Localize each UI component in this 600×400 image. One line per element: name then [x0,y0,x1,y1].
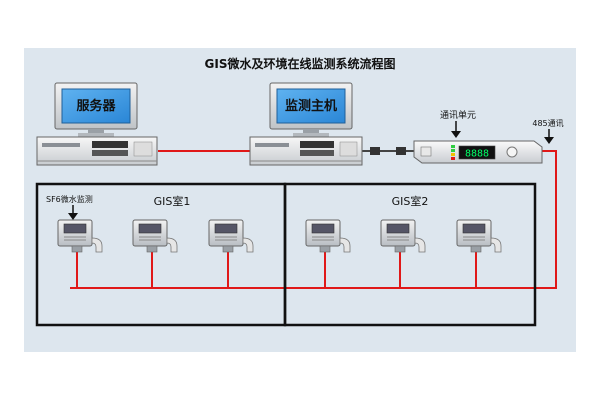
rs485-label: 485通讯 [532,118,563,128]
gis-room-2-box [283,182,537,327]
comm-unit-arrow-icon [451,121,461,138]
sf6-sensor-2 [132,219,178,253]
server-label: 服务器 [76,98,116,114]
comm-unit-label: 通讯单元 [440,109,476,121]
callout-arrow-icon [68,205,78,220]
device-display-panel [458,145,496,160]
sf6-sensor-6 [456,219,502,253]
gis-room-2-label: GIS室2 [392,194,429,208]
sf6-callout-label: SF6微水监测 [46,194,93,204]
rs485-bus-wire [70,150,557,289]
sf6-sensor-3 [208,219,254,253]
sf6-sensor-4 [305,219,351,253]
comm-unit-device: 8888 [413,140,543,164]
server-computer: 服务器 [36,82,158,166]
sf6-sensor-1 [57,219,103,253]
server-screen [61,88,131,124]
serial-cable [360,147,414,155]
rs485-arrow-icon [544,129,554,144]
monitoring-host-computer: 监测主机 [249,82,363,166]
device-knob-icon [506,146,518,158]
gis-room-1-label: GIS室1 [154,194,191,208]
monitor-host-label: 监测主机 [285,98,337,114]
device-display-readout: 8888 [465,149,489,160]
monitor-host-screen [276,88,346,124]
led-indicator-icon [451,145,455,160]
diagram-title: GIS微水及环境在线监测系统流程图 [205,56,396,71]
sf6-sensor-5 [380,219,426,253]
